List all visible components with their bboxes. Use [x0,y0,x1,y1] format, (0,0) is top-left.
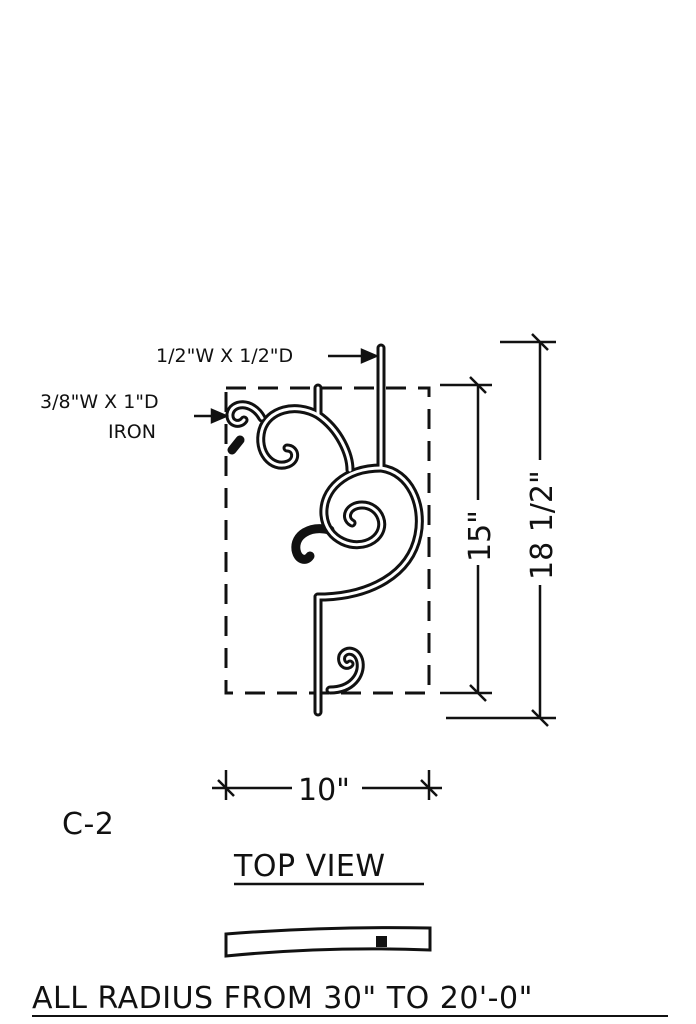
model-code: C-2 [62,807,114,842]
footer-note: ALL RADIUS FROM 30" TO 20'-0" [32,981,533,1016]
dimension-width [212,770,442,800]
scroll-material-label: IRON [108,421,156,443]
scroll-ornament [225,343,424,717]
scroll-size-label: 3/8"W X 1"D [40,391,159,413]
top-view-post-marker [376,936,387,947]
dimension-overall-height [446,333,556,727]
dashed-frame [224,386,431,695]
annotation-leaders [194,348,380,424]
top-bar-size-label: 1/2"W X 1/2"D [156,345,293,367]
dimension-inner-height [440,376,492,702]
top-view-bar [224,926,432,958]
width-label: 10" [298,773,350,808]
inner-height-label: 15" [463,510,498,562]
view-title: TOP VIEW [233,849,386,884]
overall-height-label: 18 1/2" [525,470,560,580]
